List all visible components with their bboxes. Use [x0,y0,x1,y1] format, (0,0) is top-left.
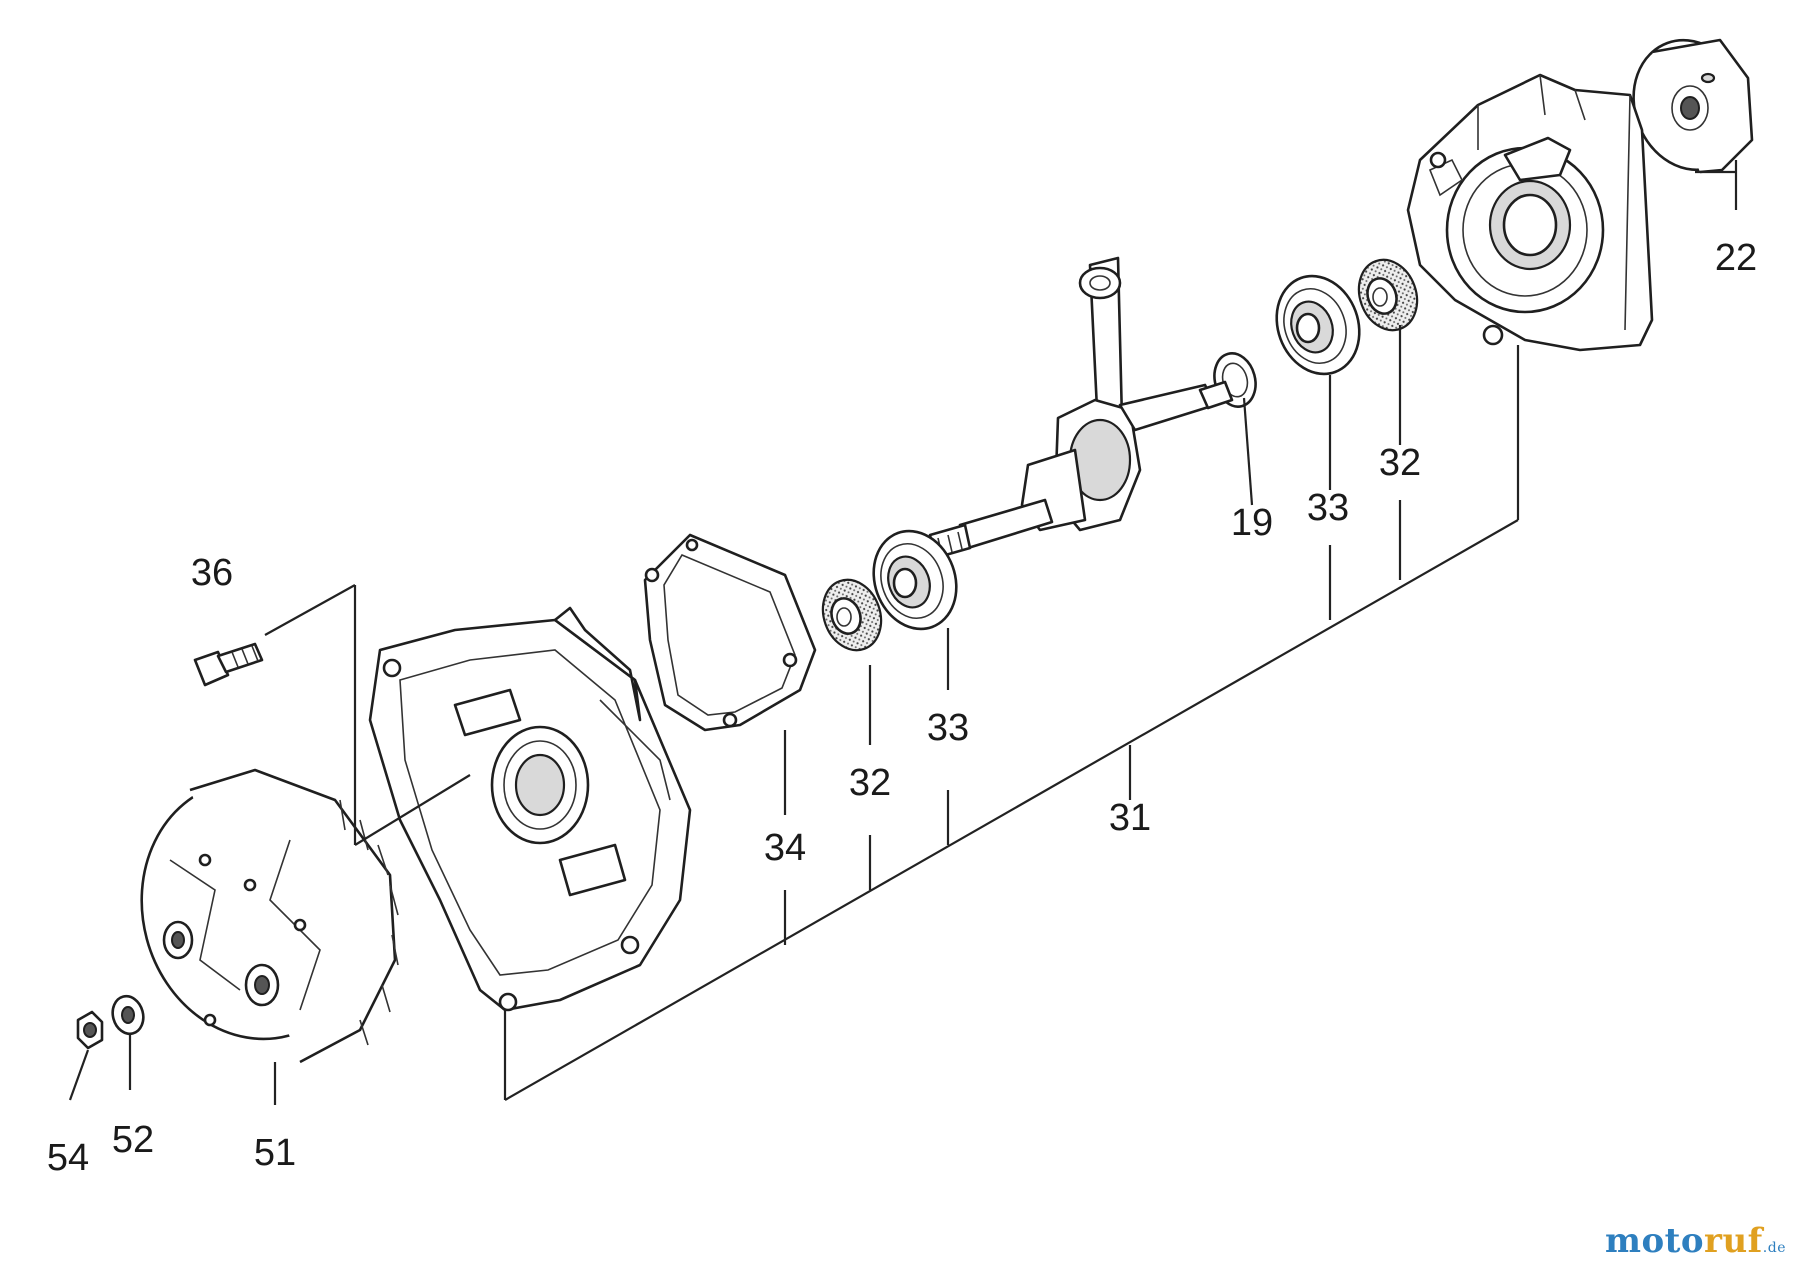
callout-34: 34 [764,827,806,869]
gasket-part [643,533,817,732]
callout-32-right: 32 [1379,442,1421,484]
flywheel-part [140,768,399,1064]
leader-lines [68,160,1738,1105]
callout-31: 31 [1109,797,1151,839]
watermark-tld: .de [1762,1240,1786,1256]
crankcase-left-half-part [368,606,692,1012]
callout-52: 52 [112,1119,154,1161]
flywheel-washer-part [111,994,145,1036]
ball-bearing-left-part [872,529,958,631]
flywheel-nut-part [76,1010,104,1050]
callout-labels: 22 19 33 32 36 33 32 34 31 54 52 51 [47,237,1757,1179]
callout-22: 22 [1715,237,1757,279]
clutch-drum-part [1632,38,1754,174]
brand-watermark: motoruf.de [1605,1221,1786,1261]
ball-bearing-right-part [1275,274,1361,376]
oil-seal-left-part [821,578,883,652]
watermark-part1: moto [1604,1221,1705,1261]
crankshaft-part [928,256,1234,560]
callout-54: 54 [47,1137,89,1179]
callout-33-left: 33 [927,707,969,749]
callout-51: 51 [254,1132,296,1174]
watermark-part2: ruf [1704,1221,1763,1261]
bolt-part [193,642,264,687]
callout-32-left: 32 [849,762,891,804]
callout-36: 36 [191,552,233,594]
crankcase-right-half-part [1406,73,1654,352]
callout-19: 19 [1231,502,1273,544]
callout-33-right: 33 [1307,487,1349,529]
oil-seal-right-part [1357,258,1419,332]
